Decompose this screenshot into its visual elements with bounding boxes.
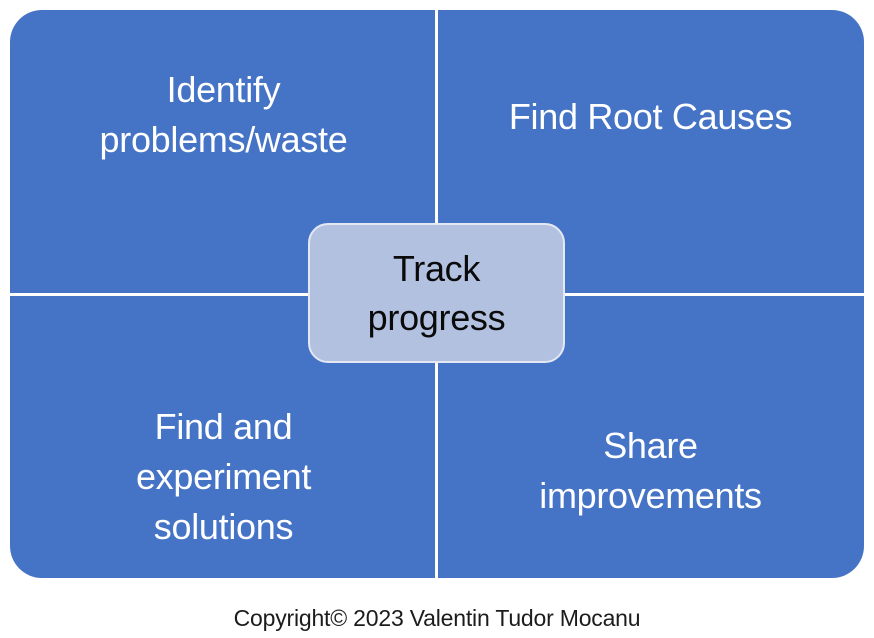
quadrant-label-share-improvements: Share improvements <box>539 425 762 516</box>
quadrant-label-find-root-causes: Find Root Causes <box>508 96 793 137</box>
center-node-track-progress: Track progress <box>308 223 565 363</box>
center-node-label: Track progress <box>367 248 506 338</box>
quadrant-label-find-experiment-solutions: Find and experiment solutions <box>135 406 312 547</box>
copyright-text: Copyright© 2023 Valentin Tudor Mocanu <box>233 605 641 631</box>
quadrant-label-identify-problems-waste: Identify problems/waste <box>99 69 348 160</box>
